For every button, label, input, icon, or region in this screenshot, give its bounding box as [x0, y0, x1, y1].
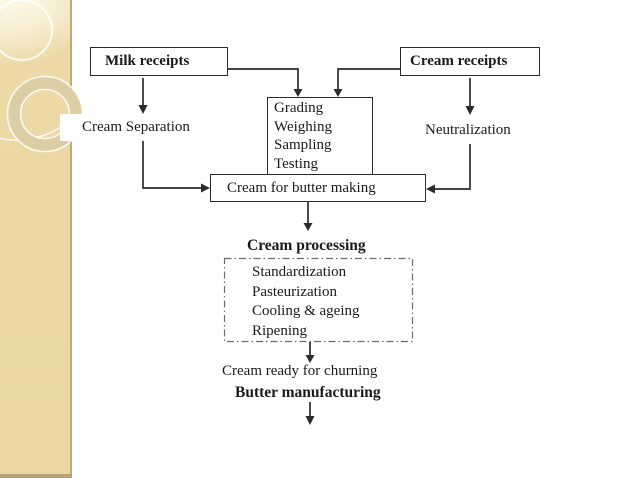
node-milk-receipts: Milk receipts: [90, 47, 228, 76]
label-cream-separation: Cream Separation: [60, 114, 210, 141]
connector-neutralization-to-butterbox: [434, 144, 471, 190]
connector-separation-to-butterbox: [142, 141, 202, 189]
arrowhead-creamreceipts-to-neutralization: [465, 106, 475, 115]
intake-check-item: Testing: [274, 155, 318, 172]
label-cream-processing: Cream processing: [247, 237, 366, 254]
arrowhead-butterbox-to-processing: [303, 223, 313, 231]
intake-check-item: Weighing: [274, 118, 332, 135]
arrowhead-creamreceipts-to-grading: [333, 89, 343, 97]
label-butter-manufacturing: Butter manufacturing: [235, 384, 381, 401]
processing-step-item: Pasteurization: [252, 283, 337, 300]
node-cream-for-butter-making: Cream for butter making: [210, 174, 426, 202]
processing-step-item: Ripening: [252, 322, 307, 339]
arrowhead-buttermfg-out: [305, 416, 315, 425]
processing-step-item: Standardization: [252, 264, 347, 280]
processing-step-item: Cooling & ageing: [252, 303, 360, 319]
connector-creamreceipts-to-grading: [337, 68, 400, 90]
arrowhead-milk-to-separation: [138, 105, 148, 114]
label-neutralization: Neutralization: [425, 122, 511, 138]
connector-milk-to-grading: [228, 68, 299, 90]
strip-bottom-edge: [0, 474, 72, 478]
label-cream-ready-for-churning: Cream ready for churning: [222, 363, 378, 379]
node-intake-checks: Grading Weighing Sampling Testing: [267, 97, 373, 175]
arrowhead-neutralization-to-butterbox: [426, 184, 435, 194]
sidebar-decoration-strip: [0, 0, 72, 478]
strip-highlight: [0, 0, 70, 64]
intake-check-item: Sampling: [274, 137, 332, 154]
node-cream-receipts: Cream receipts: [400, 47, 540, 76]
arrowhead-separation-to-butterbox: [201, 183, 210, 193]
intake-check-item: Grading: [274, 100, 324, 116]
node-processing-steps: Standardization Pasteurization Cooling &…: [224, 258, 413, 342]
arrowhead-milk-to-grading: [293, 89, 303, 97]
